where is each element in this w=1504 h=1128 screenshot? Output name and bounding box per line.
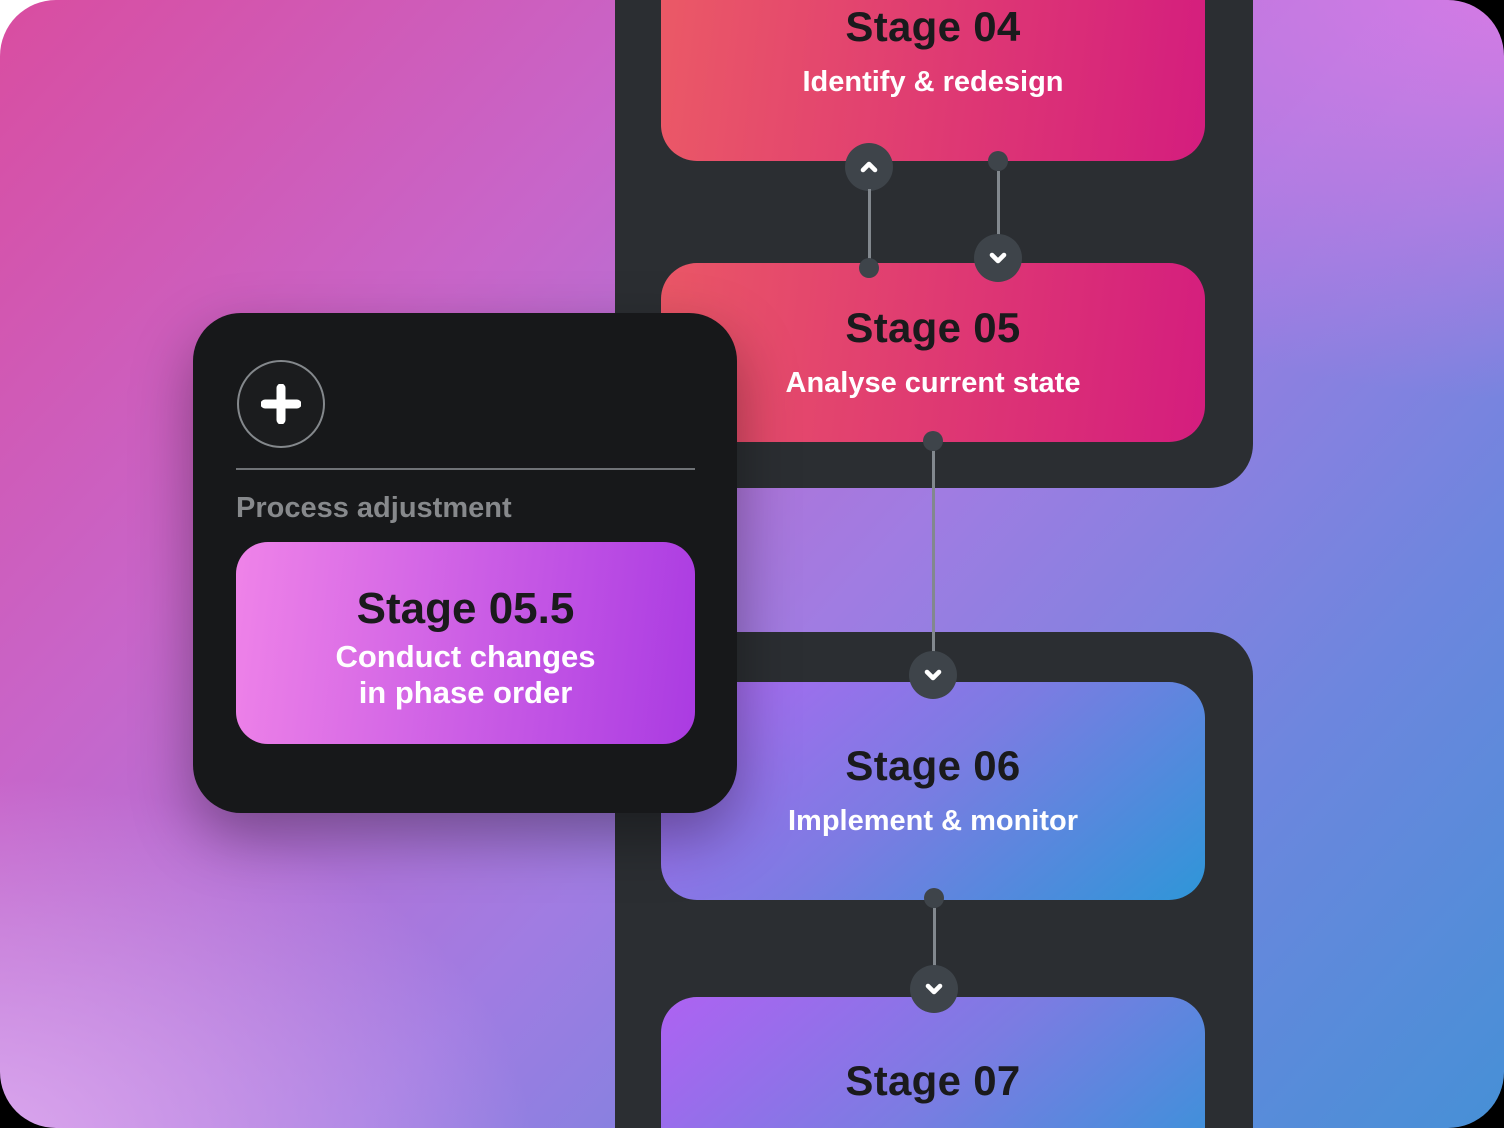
connector-dot: [988, 151, 1008, 171]
stage-title: Stage 07: [845, 1057, 1021, 1104]
connector-line: [867, 189, 871, 268]
stage-title: Stage 04: [845, 3, 1021, 50]
move-down-button[interactable]: [909, 651, 957, 699]
connector-line: [932, 908, 936, 966]
process-adjustment-card: Process adjustment Stage 05.5 Conduct ch…: [193, 313, 737, 813]
connector-line: [996, 171, 1000, 236]
connector-line: [931, 451, 935, 652]
stage-card-04[interactable]: Stage 04 Identify & redesign: [661, 0, 1205, 161]
plus-icon: [261, 384, 301, 424]
stage-title: Stage 06: [845, 742, 1021, 789]
stage-card-05[interactable]: Stage 05 Analyse current state: [661, 263, 1205, 442]
stage-subtitle: Analyse current state: [785, 366, 1081, 399]
stage-subtitle-line1: Conduct changes: [335, 638, 596, 674]
chevron-up-icon: [860, 161, 878, 173]
stage-card-05-5[interactable]: Stage 05.5 Conduct changes in phase orde…: [236, 542, 695, 744]
stage-subtitle: Implement & monitor: [787, 805, 1078, 837]
connector-dot: [924, 888, 944, 908]
move-down-button[interactable]: [974, 234, 1022, 282]
stage-title: Stage 05: [845, 303, 1021, 351]
chevron-down-icon: [924, 669, 942, 681]
move-up-button[interactable]: [845, 143, 893, 191]
chevron-down-icon: [989, 252, 1007, 264]
chevron-down-icon: [925, 983, 943, 995]
connector-dot: [923, 431, 943, 451]
stage-card-06[interactable]: Stage 06 Implement & monitor: [661, 682, 1205, 900]
stage-subtitle: Identify & redesign: [802, 66, 1064, 98]
section-label: Process adjustment: [236, 492, 512, 524]
stage-card-07[interactable]: Stage 07: [661, 997, 1205, 1128]
move-down-button[interactable]: [910, 965, 958, 1013]
add-stage-button[interactable]: [237, 360, 325, 448]
stage-title: Stage 05.5: [356, 583, 575, 633]
stage-subtitle-line2: in phase order: [358, 674, 573, 710]
divider: [236, 468, 695, 470]
connector-dot: [859, 258, 879, 278]
